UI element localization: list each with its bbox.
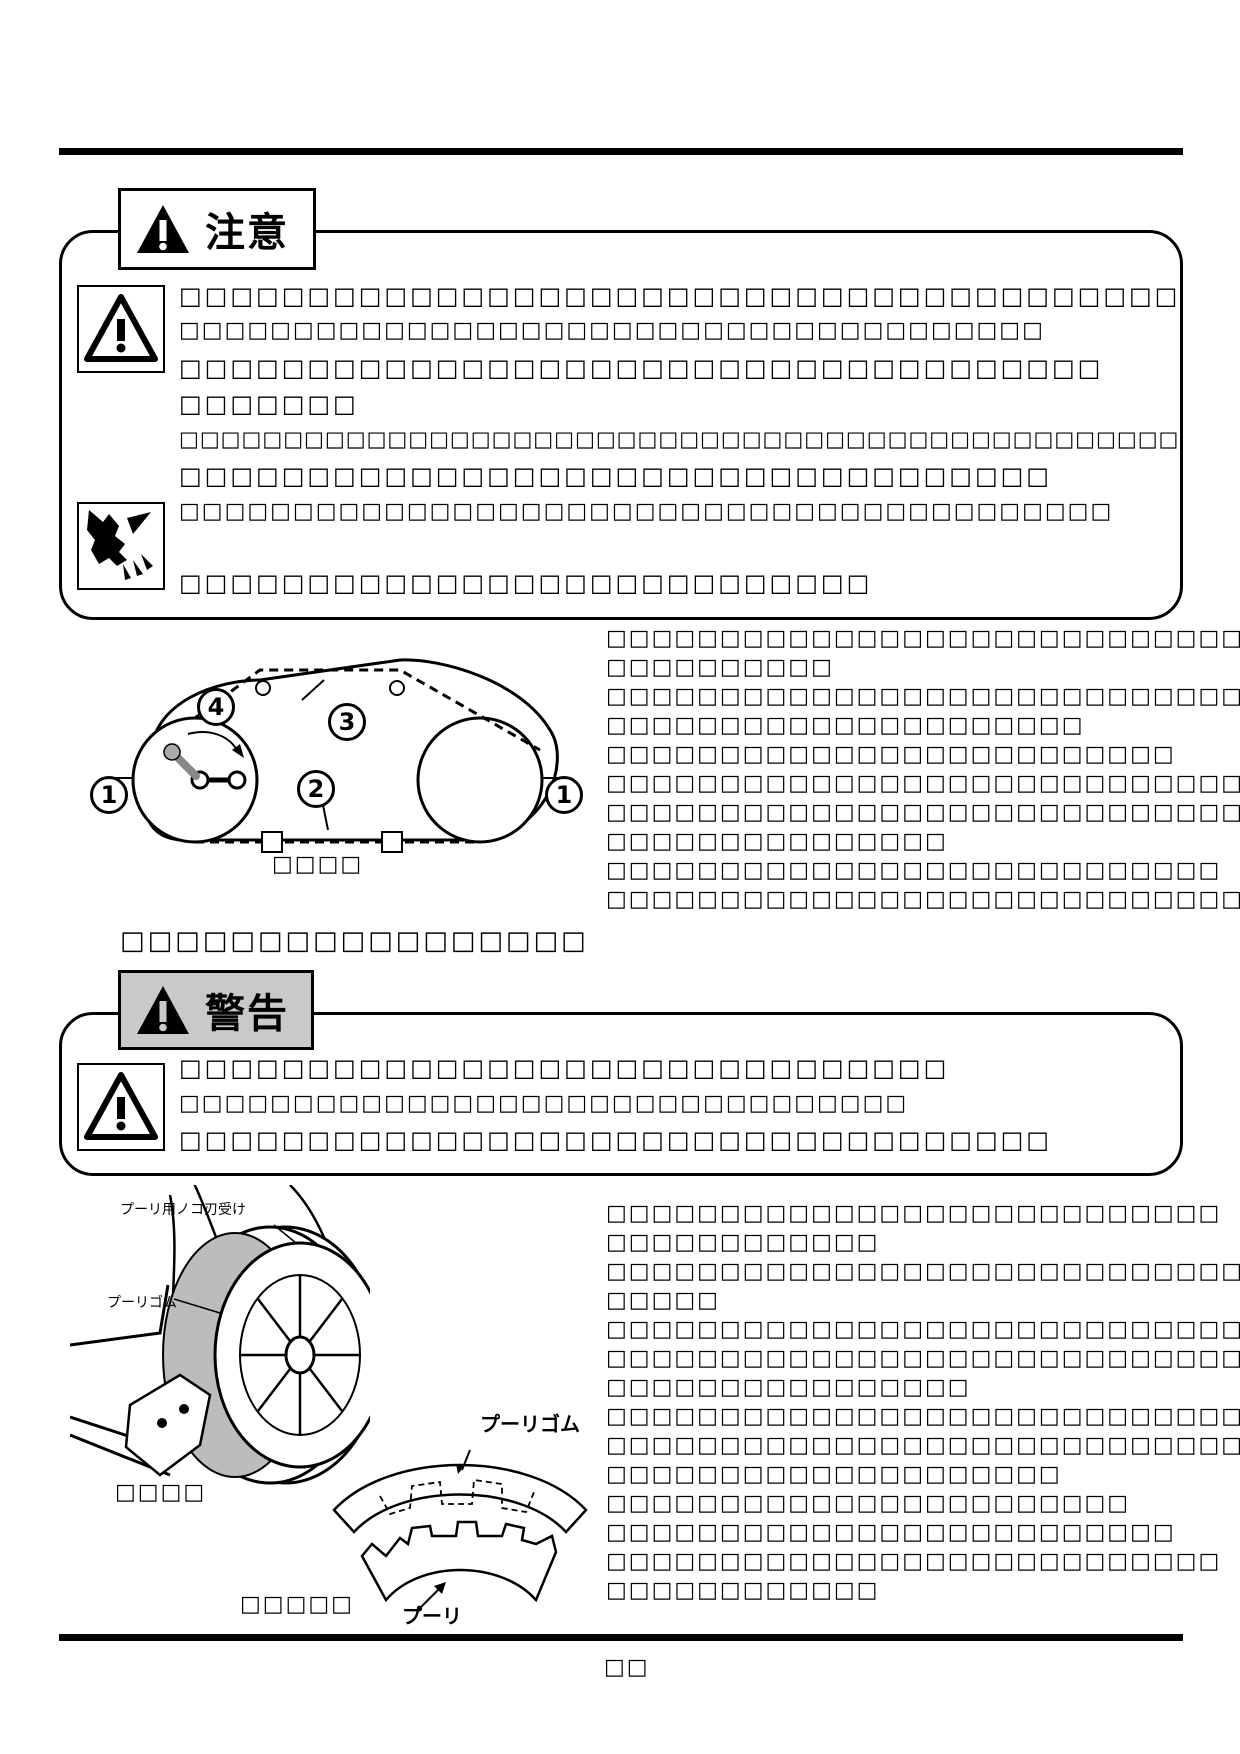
figure1-text-9: □□□□□□□□□□□□□□□□□□□□□□□□□□□ xyxy=(606,858,1222,883)
figure1-caption: □□□□ xyxy=(272,852,364,877)
warning-line-3: □□□□□□□□□□□□□□□□□□□□□□□□□□□□□□□□□□ xyxy=(179,1126,1052,1154)
figure2-text-6: □□□□□□□□□□□□□□□□□□□□□□□□□□□□□ xyxy=(606,1346,1240,1371)
figure2-text-10: □□□□□□□□□□□□□□□□□□□□ xyxy=(606,1462,1062,1487)
hand-cut-hazard-icon xyxy=(77,502,165,590)
callout-1-right: 1 xyxy=(545,776,583,814)
figure1-title: □□□□□□□□□□□□□□□□□ xyxy=(120,926,589,956)
figure1-text-7: □□□□□□□□□□□□□□□□□□□□□□□□□□□□□ xyxy=(606,800,1240,825)
bottom-rule xyxy=(59,1634,1183,1641)
label-pulley: プーリ xyxy=(402,1604,462,1628)
caution-line-8: □□□□□□□□□□□□□□□□□□□□□□□□□□□ xyxy=(179,569,873,597)
figure1-text-5: □□□□□□□□□□□□□□□□□□□□□□□□□ xyxy=(606,742,1176,767)
belt-path-diagram xyxy=(110,658,562,853)
caution-line-6: □□□□□□□□□□□□□□□□□□□□□□□□□□□□□□□□□□ xyxy=(179,462,1052,490)
warning-label: 警告 xyxy=(118,970,314,1050)
pulley-cross-section xyxy=(332,1449,588,1611)
figure2-text-4: □□□□□ xyxy=(606,1288,720,1313)
figure2-text-12: □□□□□□□□□□□□□□□□□□□□□□□□□ xyxy=(606,1520,1176,1545)
callout-2: 2 xyxy=(297,770,335,808)
warning-triangle-icon xyxy=(137,986,189,1034)
figure1-text-1: □□□□□□□□□□□□□□□□□□□□□□□□□□□□ xyxy=(606,626,1240,651)
figure2-text-8: □□□□□□□□□□□□□□□□□□□□□□□□□□□□□ xyxy=(606,1404,1240,1429)
figure2-text-1: □□□□□□□□□□□□□□□□□□□□□□□□□□□ xyxy=(606,1201,1222,1226)
label-pulley-rubber: プーリゴム xyxy=(480,1412,580,1436)
top-rule xyxy=(59,148,1183,155)
label-saw-blade-receiver: プーリ用ノコ刃受け xyxy=(120,1202,246,1218)
general-warning-icon xyxy=(77,1063,165,1151)
figure2-text-3: □□□□□□□□□□□□□□□□□□□□□□□□□□□□ xyxy=(606,1259,1240,1284)
caution-label: 注意 xyxy=(118,188,316,270)
warning-line-1: □□□□□□□□□□□□□□□□□□□□□□□□□□□□□□ xyxy=(179,1054,950,1082)
figure2-caption-bottom: □□□□□ xyxy=(240,1592,354,1617)
figure1-text-4: □□□□□□□□□□□□□□□□□□□□□ xyxy=(606,713,1085,738)
figure2-text-5: □□□□□□□□□□□□□□□□□□□□□□□□□□□□ xyxy=(606,1317,1240,1342)
page-number: □□ xyxy=(604,1655,650,1680)
caution-box xyxy=(59,230,1183,620)
figure2-text-11: □□□□□□□□□□□□□□□□□□□□□□□ xyxy=(606,1491,1131,1516)
warning-box xyxy=(59,1012,1183,1176)
figure2-text-2: □□□□□□□□□□□□ xyxy=(606,1230,880,1255)
figure2-text-7: □□□□□□□□□□□□□□□□ xyxy=(606,1375,971,1400)
figure1-text-10: □□□□□□□□□□□□□□□□□□□□□□□□□□□□ xyxy=(606,887,1240,912)
figure2-text-13: □□□□□□□□□□□□□□□□□□□□□□□□□□□ xyxy=(606,1549,1222,1574)
caution-line-7: □□□□□□□□□□□□□□□□□□□□□□□□□□□□□□□□□□□□□□□□… xyxy=(179,499,1114,524)
label-pulley-rubber-small: プーリゴム xyxy=(107,1295,177,1311)
caution-line-3: □□□□□□□□□□□□□□□□□□□□□□□□□□□□□□□□□□□□ xyxy=(179,354,1104,382)
warning-line-2: □□□□□□□□□□□□□□□□□□□□□□□□□□□□□□□□ xyxy=(179,1091,909,1116)
caution-line-4: □□□□□□□ xyxy=(179,390,359,418)
general-caution-icon xyxy=(77,285,165,373)
figure2-text-9: □□□□□□□□□□□□□□□□□□□□□□□□□□□□□ xyxy=(606,1433,1240,1458)
caution-line-2: □□□□□□□□□□□□□□□□□□□□□□□□□□□□□□□□□□□□□□ xyxy=(179,318,1045,343)
callout-3: 3 xyxy=(328,703,366,741)
warning-triangle-icon xyxy=(137,205,189,253)
callout-4: 4 xyxy=(197,688,235,726)
caution-line-5: □□□□□□□□□□□□□□□□□□□□□□□□□□□□□□□□□□□□□□□□… xyxy=(179,427,1180,451)
warning-title: 警告 xyxy=(205,991,289,1037)
pulley-illustration xyxy=(70,1185,370,1485)
caution-title: 注意 xyxy=(205,210,289,256)
figure1-text-6: □□□□□□□□□□□□□□□□□□□□□□□□□□□□ xyxy=(606,771,1240,796)
callout-1-left: 1 xyxy=(90,776,128,814)
figure1-text-8: □□□□□□□□□□□□□□□ xyxy=(606,829,948,854)
figure1-text-2: □□□□□□□□□□ xyxy=(606,655,834,680)
figure2-text-14: □□□□□□□□□□□□ xyxy=(606,1578,880,1603)
figure1-text-3: □□□□□□□□□□□□□□□□□□□□□□□□□□□□ xyxy=(606,684,1240,709)
figure2-caption-left: □□□□ xyxy=(115,1480,207,1505)
caution-line-1: □□□□□□□□□□□□□□□□□□□□□□□□□□□□□□□□□□□□□□□ xyxy=(179,282,1181,310)
